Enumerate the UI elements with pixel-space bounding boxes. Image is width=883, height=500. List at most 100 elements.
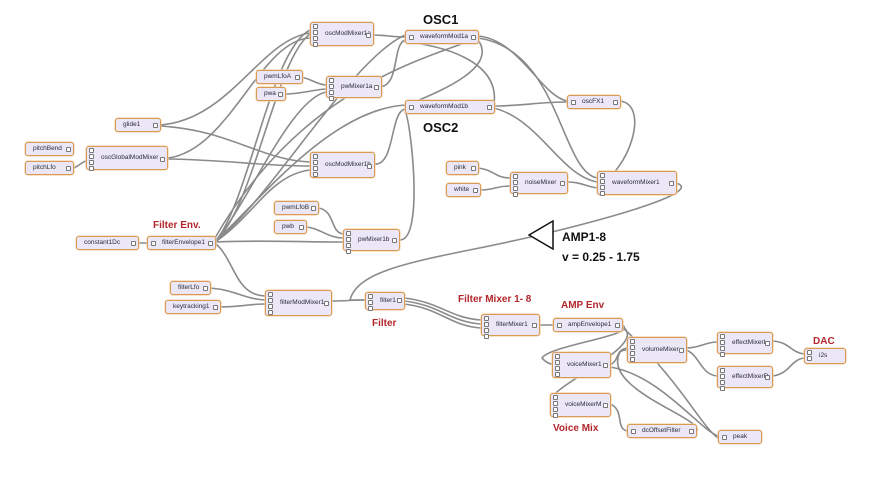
wire-pink-to-noiseMixer — [477, 167, 511, 179]
node-label: noiseMixer — [525, 179, 557, 186]
wire-oscModMixer1b-to-waveformMod1b — [374, 108, 406, 165]
node-label: voiceMixer1 — [567, 361, 602, 368]
wire-pwMixer1b-to-waveformMod1b — [399, 111, 415, 241]
node-oscModMixer1a[interactable]: oscModMixer1a — [310, 22, 374, 47]
label-osc2: OSC2 — [423, 120, 459, 135]
node-filterModMixer1[interactable]: filterModMixer1 — [265, 290, 332, 316]
node-label: pwMixer1a — [341, 83, 373, 90]
node-effectMixerL[interactable]: effectMixerL — [717, 332, 773, 357]
node-pwmLfoB[interactable]: pwmLfoB — [274, 201, 319, 215]
node-pwMixer1b[interactable]: pwMixer1b — [343, 229, 400, 254]
node-label: effectMixerL — [732, 339, 768, 346]
wire-waveformMod1b-crossmod — [404, 41, 495, 105]
node-label: effectMixerR — [732, 373, 769, 380]
node-oscGlobalModMixer[interactable]: oscGlobalModMixer — [86, 146, 168, 171]
label-amp-title: AMP1-8 — [562, 230, 607, 244]
node-i2s[interactable]: i2s — [804, 348, 846, 364]
node-pitchLfo[interactable]: pitchLfo — [25, 161, 74, 175]
wire-filter1-to-filterMixer1-b — [403, 300, 482, 325]
label-filter: Filter — [372, 318, 397, 329]
node-constant1Dc[interactable]: constant1Dc — [76, 236, 139, 250]
wire-pwmLfoB-to-pwMixer1b — [317, 207, 344, 235]
node-label: filterEnvelope1 — [162, 239, 205, 246]
wire-voiceMixerM-to-dcOffsetFilter — [609, 403, 628, 432]
node-pitchBend[interactable]: pitchBend — [25, 142, 74, 156]
node-pwb[interactable]: pwb — [274, 220, 307, 234]
node-label: constant1Dc — [84, 239, 121, 246]
node-white[interactable]: white — [446, 183, 481, 197]
wire-dcOffsetFilter-to-volumeMixer — [616, 349, 698, 433]
node-label: pwMixer1b — [358, 236, 390, 243]
wire-glide-to-oscModMixer1b — [159, 125, 311, 163]
node-label: white — [454, 186, 470, 193]
wire-filterEnv-to-filterModMixer — [214, 242, 266, 297]
node-label: pwa — [264, 90, 276, 97]
wire-filterEnv-to-waveformMod1b — [214, 104, 406, 243]
node-peak[interactable]: peak — [718, 430, 762, 444]
node-label: oscModMixer1a — [325, 30, 371, 37]
wire-filterEnv-to-oscModMixer1a-1 — [214, 29, 311, 243]
node-label: oscGlobalModMixer — [101, 154, 159, 161]
node-filterLfo[interactable]: filterLfo — [170, 281, 211, 295]
wire-waveformMod1a-to-oscFX1 — [477, 35, 568, 102]
node-waveformMixer1[interactable]: waveformMixer1 — [597, 171, 677, 196]
wire-filterLfo-to-filterModMixer — [209, 287, 266, 301]
node-label: filter1 — [380, 297, 396, 304]
node-filter1[interactable]: filter1 — [365, 292, 405, 311]
node-waveformMod1a[interactable]: waveformMod1a — [405, 30, 479, 44]
wire-volumeMixer-to-effectMixerL — [685, 341, 718, 349]
label-amp-env: AMP Env — [561, 300, 605, 311]
node-label: filterMixer1 — [496, 321, 528, 328]
wire-pwMixer1a-to-waveformMod1a — [379, 39, 406, 88]
wire-volumeMixer-to-effectMixerR — [685, 349, 718, 377]
wire-globalmix-to-oscModMixer1a — [167, 37, 311, 159]
node-label: pink — [454, 164, 466, 171]
node-label: filterLfo — [178, 284, 200, 291]
wire-waveformMod1b-to-oscFX1 — [493, 101, 568, 107]
node-waveformMod1b[interactable]: waveformMod1b — [405, 100, 495, 114]
node-keytracking1[interactable]: keytracking1 — [165, 300, 221, 314]
node-noiseMixer[interactable]: noiseMixer — [510, 172, 568, 197]
label-osc1: OSC1 — [423, 12, 459, 27]
label-dac: DAC — [813, 336, 835, 347]
label-voice-mix: Voice Mix — [553, 423, 599, 434]
node-label: glide1 — [123, 121, 141, 128]
wire-noiseMixer-to-waveformMixer1 — [567, 181, 598, 189]
node-pwMixer1a[interactable]: pwMixer1a — [326, 76, 382, 101]
node-label: keytracking1 — [173, 303, 210, 310]
node-voiceMixer1[interactable]: voiceMixer1 — [552, 352, 611, 378]
wire-waveformMod1b-to-waveformMixer1 — [493, 107, 598, 183]
node-label: filterModMixer1 — [280, 299, 325, 306]
node-ampEnvelope1[interactable]: ampEnvelope1 — [553, 318, 623, 332]
node-volumeMixer[interactable]: volumeMixer — [627, 337, 687, 363]
node-voiceMixerM[interactable]: voiceMixerM — [550, 393, 611, 418]
node-filterEnvelope1[interactable]: filterEnvelope1 — [147, 236, 216, 250]
label-filter-env: Filter Env. — [153, 220, 201, 231]
node-label: pwmLfoA — [264, 73, 292, 80]
node-pwa[interactable]: pwa — [256, 87, 286, 101]
wire-filterEnv-to-waveformMod1a — [214, 34, 406, 243]
node-label: oscFX1 — [582, 98, 605, 105]
node-oscFX1[interactable]: oscFX1 — [567, 95, 621, 109]
node-glide1[interactable]: glide1 — [115, 118, 161, 132]
node-dcOffsetFilter[interactable]: dcOffsetFilter — [627, 424, 697, 438]
wire-filter1-to-filterMixer1-a — [403, 297, 482, 321]
node-label: pitchBend — [33, 145, 62, 152]
node-pwmLfoA[interactable]: pwmLfoA — [256, 70, 303, 84]
wire-pwa-to-pwMixer1a — [284, 88, 327, 95]
label-filter-mixer: Filter Mixer 1- 8 — [458, 294, 532, 305]
node-filterMixer1[interactable]: filterMixer1 — [481, 314, 540, 339]
wire-white-to-noiseMixer — [479, 185, 511, 191]
node-label: waveformMixer1 — [612, 179, 660, 186]
wire-pwb-to-pwMixer1b — [305, 226, 344, 239]
node-pink[interactable]: pink — [446, 161, 479, 175]
wire-pitchLfo-to-globalmix — [73, 160, 87, 169]
node-oscModMixer1b[interactable]: oscModMixer1b — [310, 152, 375, 178]
wire-waveformMod1a-to-waveformMixer1 — [477, 37, 598, 179]
node-label: i2s — [819, 352, 828, 359]
wire-filter1-to-filterMixer1-c — [403, 303, 482, 329]
node-effectMixerR[interactable]: effectMixerR — [717, 366, 773, 391]
wire-filterEnv-to-pwMixer1b — [214, 240, 344, 243]
amplifier-triangle-icon — [528, 220, 554, 250]
